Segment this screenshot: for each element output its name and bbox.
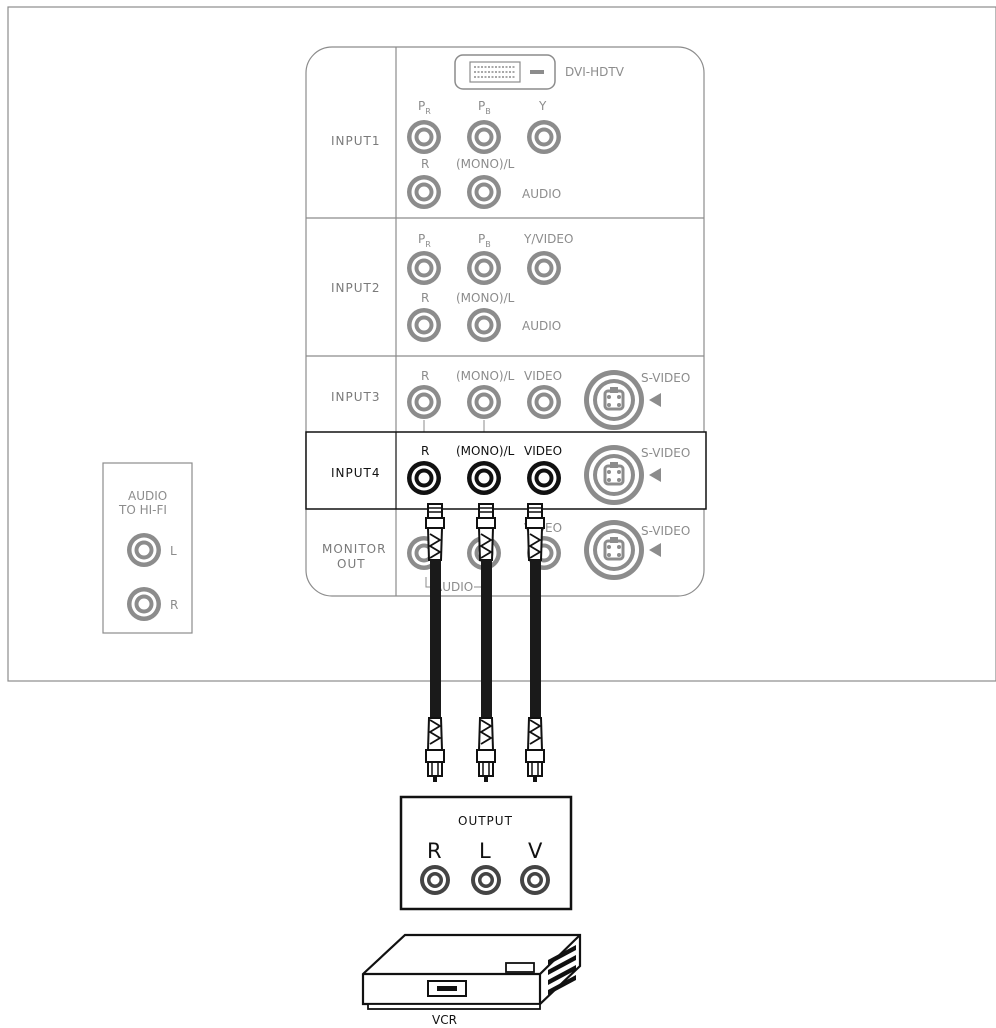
input3-r-label: R (421, 369, 429, 383)
vcr-icon (361, 933, 582, 1010)
tv-rear-frame (7, 6, 996, 682)
input1-pb-jack[interactable] (467, 120, 501, 154)
input3-audio-l-jack[interactable] (467, 385, 501, 419)
input1-y-jack[interactable] (527, 120, 561, 154)
input4-audio-l-jack[interactable] (467, 461, 501, 495)
input4-audio-r-jack[interactable] (407, 461, 441, 495)
input2-label: INPUT2 (331, 281, 381, 295)
input2-audio-l-jack[interactable] (467, 308, 501, 342)
hifi-l-label: L (170, 544, 177, 558)
input1-r-label: R (421, 157, 429, 171)
input1-pb-label: PB (478, 99, 491, 116)
vcr-label: VCR (432, 1013, 457, 1027)
input3-s-video-label: S-VIDEO (641, 371, 690, 385)
hifi-title-line2: TO HI-FI (118, 503, 167, 517)
input4-r-label: R (421, 444, 429, 458)
input2-pb-label: PB (478, 232, 491, 249)
output-v-jack[interactable] (520, 865, 550, 895)
input3-s-video-jack[interactable] (582, 368, 646, 432)
input4-video-label: VIDEO (524, 444, 562, 458)
input2-pr-jack[interactable] (407, 251, 441, 285)
input1-mono-l-label: (MONO)/L (456, 157, 515, 171)
output-l-label: L (479, 839, 491, 863)
output-v-label: V (528, 839, 543, 863)
monitor-out-audio-label: AUDIO (434, 580, 473, 594)
input2-pr-label: PR (418, 232, 431, 249)
input1-pr-label: PR (418, 99, 431, 116)
input4-label: INPUT4 (331, 466, 381, 480)
monitor-out-label-line2: OUT (337, 557, 366, 571)
hifi-l-jack[interactable] (127, 533, 161, 567)
input2-pb-jack[interactable] (467, 251, 501, 285)
input1-label: INPUT1 (331, 134, 381, 148)
monitor-out-s-video-label: S-VIDEO (641, 524, 690, 538)
cable-video (525, 503, 545, 783)
dvi-label: DVI-HDTV (565, 65, 625, 79)
monitor-out-s-video-jack[interactable] (582, 518, 646, 582)
input3-video-label: VIDEO (524, 369, 562, 383)
input1-y-label: Y (538, 99, 547, 113)
output-r-jack[interactable] (420, 865, 450, 895)
input1-audio-l-jack[interactable] (467, 175, 501, 209)
monitor-out-label-line1: MONITOR (322, 542, 386, 556)
input1-pr-jack[interactable] (407, 120, 441, 154)
input2-r-label: R (421, 291, 429, 305)
input4-mono-l-label: (MONO)/L (456, 444, 515, 458)
input3-label: INPUT3 (331, 390, 381, 404)
input2-audio-r-jack[interactable] (407, 308, 441, 342)
output-title: OUTPUT (458, 814, 513, 828)
input2-y-video-jack[interactable] (527, 251, 561, 285)
hifi-title-line1: AUDIO (128, 489, 167, 503)
hifi-r-jack[interactable] (127, 587, 161, 621)
output-l-jack[interactable] (471, 865, 501, 895)
hifi-r-label: R (170, 598, 178, 612)
input2-y-video-label: Y/VIDEO (523, 232, 573, 246)
input4-video-jack[interactable] (527, 461, 561, 495)
input2-audio-label: AUDIO (522, 319, 561, 333)
output-r-label: R (427, 839, 442, 863)
input4-s-video-jack[interactable] (582, 443, 646, 507)
cable-r (425, 503, 445, 783)
input3-audio-r-jack[interactable] (407, 385, 441, 419)
input1-audio-label: AUDIO (522, 187, 561, 201)
input1-audio-r-jack[interactable] (407, 175, 441, 209)
cable-l (476, 503, 496, 783)
input4-s-video-label: S-VIDEO (641, 446, 690, 460)
connection-panel (305, 46, 705, 597)
dvi-connector[interactable] (454, 54, 556, 90)
input3-video-jack[interactable] (527, 385, 561, 419)
input2-mono-l-label: (MONO)/L (456, 291, 515, 305)
input3-mono-l-label: (MONO)/L (456, 369, 515, 383)
